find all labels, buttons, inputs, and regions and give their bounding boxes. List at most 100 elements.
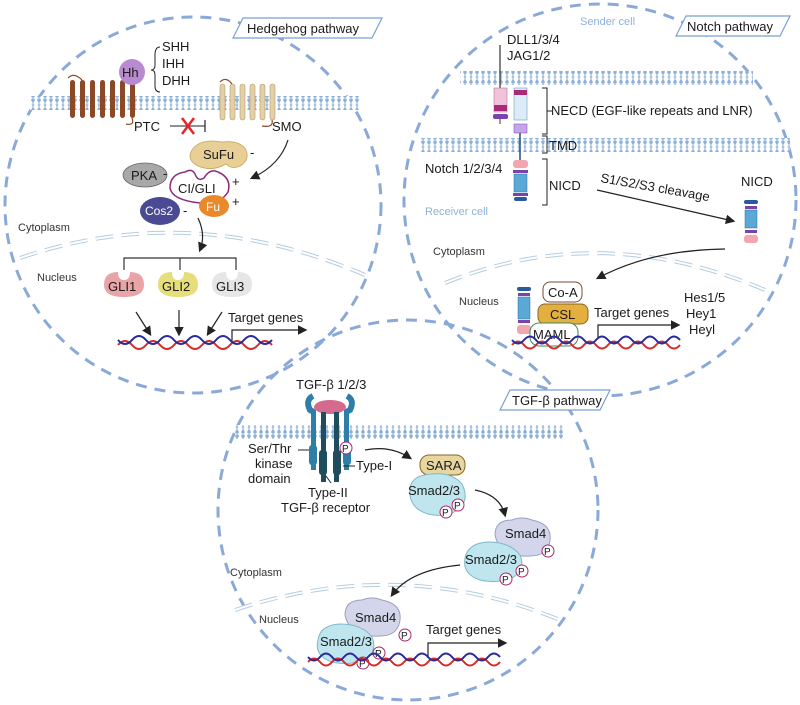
fu-label: Fu — [206, 200, 220, 214]
ihh-label: IHH — [162, 56, 184, 71]
hh-ligand — [119, 59, 145, 85]
co-a-protein — [542, 281, 583, 303]
ci-gli-sign: + — [232, 174, 240, 189]
nuclear-nicd — [517, 287, 531, 334]
maml-label: MAML — [533, 327, 571, 342]
notch-title-tag: Notch pathway — [675, 15, 791, 37]
smad23-label-1: Smad2/3 — [408, 483, 460, 498]
cos2-protein — [140, 197, 180, 225]
smad4-label-1: Smad4 — [505, 526, 546, 541]
domain-label: domain — [248, 471, 291, 486]
jag-label: JAG1/2 — [507, 48, 550, 63]
hedgehog-nuclear-envelope — [19, 230, 366, 277]
sufu-sign: - — [250, 145, 254, 160]
receptor-phospho-label: P — [342, 444, 349, 455]
cleavage-label: S1/S2/S3 cleavage — [599, 170, 711, 204]
smo-receptor — [219, 78, 276, 127]
hedgehog-cell-membrane — [3, 15, 383, 395]
csl-label: CSL — [550, 307, 575, 322]
smad23-label-2: Smad2/3 — [465, 552, 517, 567]
smad4-protein-2 — [344, 597, 401, 637]
smad23-protein-1 — [409, 473, 466, 516]
dhh-label: DHH — [162, 73, 190, 88]
tgf-dna — [307, 652, 501, 667]
hedgehog-cytoplasm-label: Cytoplasm — [18, 222, 70, 234]
necd-label: NECD (EGF-like repeats and LNR) — [551, 103, 753, 118]
released-nicd — [744, 200, 758, 243]
sufu-label: SuFu — [203, 147, 234, 162]
smad23-protein-3 — [316, 623, 375, 665]
smo-label: SMO — [272, 119, 302, 134]
smad23-label-3: Smad2/3 — [320, 634, 372, 649]
hedgehog-title-tag: Hedgehog pathway — [232, 17, 383, 39]
gli3-protein: GLI3 — [212, 272, 252, 297]
tgf-title: TGF-β pathway — [512, 393, 602, 408]
sender-cell-label: Sender cell — [580, 16, 635, 28]
notch-panel: Notch pathway Sender cell Receiver cell … — [402, 2, 798, 398]
notch-nucleus-label: Nucleus — [459, 296, 499, 308]
hh-ligand-label: Hh — [122, 65, 139, 80]
phospho-label: P — [401, 631, 408, 642]
smad4-label-2: Smad4 — [355, 610, 396, 625]
hedgehog-title: Hedgehog pathway — [247, 21, 360, 36]
hedgehog-nucleus-label: Nucleus — [37, 272, 77, 284]
notch-dna — [511, 335, 681, 350]
notch-cytoplasm-label: Cytoplasm — [433, 246, 485, 258]
gli2-label: GLI2 — [162, 279, 190, 294]
inhibition-blocked-x-icon — [181, 117, 195, 135]
notch-ligand — [493, 87, 508, 124]
released-nicd-label: NICD — [741, 174, 773, 189]
dll-label: DLL1/3/4 — [507, 32, 560, 47]
heyl-label: Heyl — [689, 322, 715, 337]
kinase-label: kinase — [255, 456, 293, 471]
cos2-sign: - — [183, 203, 187, 218]
shh-label: SHH — [162, 39, 189, 54]
phospho-label: P — [502, 575, 509, 586]
notch-receptors-label: Notch 1/2/3/4 — [425, 161, 502, 176]
tgf-title-tag: TGF-β pathway — [499, 389, 611, 411]
pka-protein — [122, 162, 168, 188]
notch-target-genes-label: Target genes — [594, 305, 670, 320]
ci-gli-label: CI/GLI — [178, 181, 216, 196]
sender-membrane — [460, 71, 753, 85]
tgf-cell-membrane — [216, 318, 600, 702]
hes-label: Hes1/5 — [684, 290, 725, 305]
tgf-nucleus-label: Nucleus — [259, 614, 299, 626]
sara-label: SARA — [426, 458, 462, 473]
cos2-label: Cos2 — [145, 204, 173, 218]
hedgehog-panel: Hedgehog pathway Hh SHH IHH DHH PTC — [3, 15, 383, 395]
ptc-receptor — [67, 74, 135, 125]
gli1-label: GLI1 — [108, 279, 136, 294]
type1-label: Type-I — [356, 458, 392, 473]
fu-protein — [199, 195, 229, 217]
tgf-receptor-complex — [305, 393, 355, 482]
hey1-label: Hey1 — [686, 306, 716, 321]
phospho-label: P — [454, 501, 461, 512]
gli2-protein: GLI2 — [158, 272, 198, 297]
tgf-cytoplasm-label: Cytoplasm — [230, 567, 282, 579]
receiver-cell-label: Receiver cell — [425, 206, 488, 218]
phospho-label: P — [442, 508, 449, 519]
maml-protein — [529, 322, 579, 347]
gli3-label: GLI3 — [216, 279, 244, 294]
tmd-label: TMD — [549, 138, 577, 153]
nicd-label: NICD — [549, 178, 581, 193]
gli1-protein: GLI1 — [104, 272, 144, 297]
notch-receptor — [513, 87, 528, 201]
phospho-label: P — [518, 567, 525, 578]
ser-thr-label: Ser/Thr — [248, 441, 292, 456]
tgf-ligand-label: TGF-β 1/2/3 — [296, 377, 366, 392]
notch-title: Notch pathway — [687, 19, 773, 34]
pka-sign: - — [163, 166, 167, 181]
tgf-plasma-membrane — [235, 425, 565, 439]
tgf-ligand — [314, 400, 346, 414]
phospho-label: P — [359, 659, 366, 670]
hedgehog-target-genes-label: Target genes — [228, 310, 304, 325]
type2-label: Type-II — [308, 485, 348, 500]
sufu-protein — [189, 140, 248, 169]
fu-sign: + — [232, 194, 240, 209]
tgf-target-genes-label: Target genes — [426, 622, 502, 637]
receiver-membrane — [420, 138, 790, 152]
tgf-panel: TGF-β pathway TGF-β 1/2/3 P Ser/Thr kina… — [216, 318, 611, 702]
